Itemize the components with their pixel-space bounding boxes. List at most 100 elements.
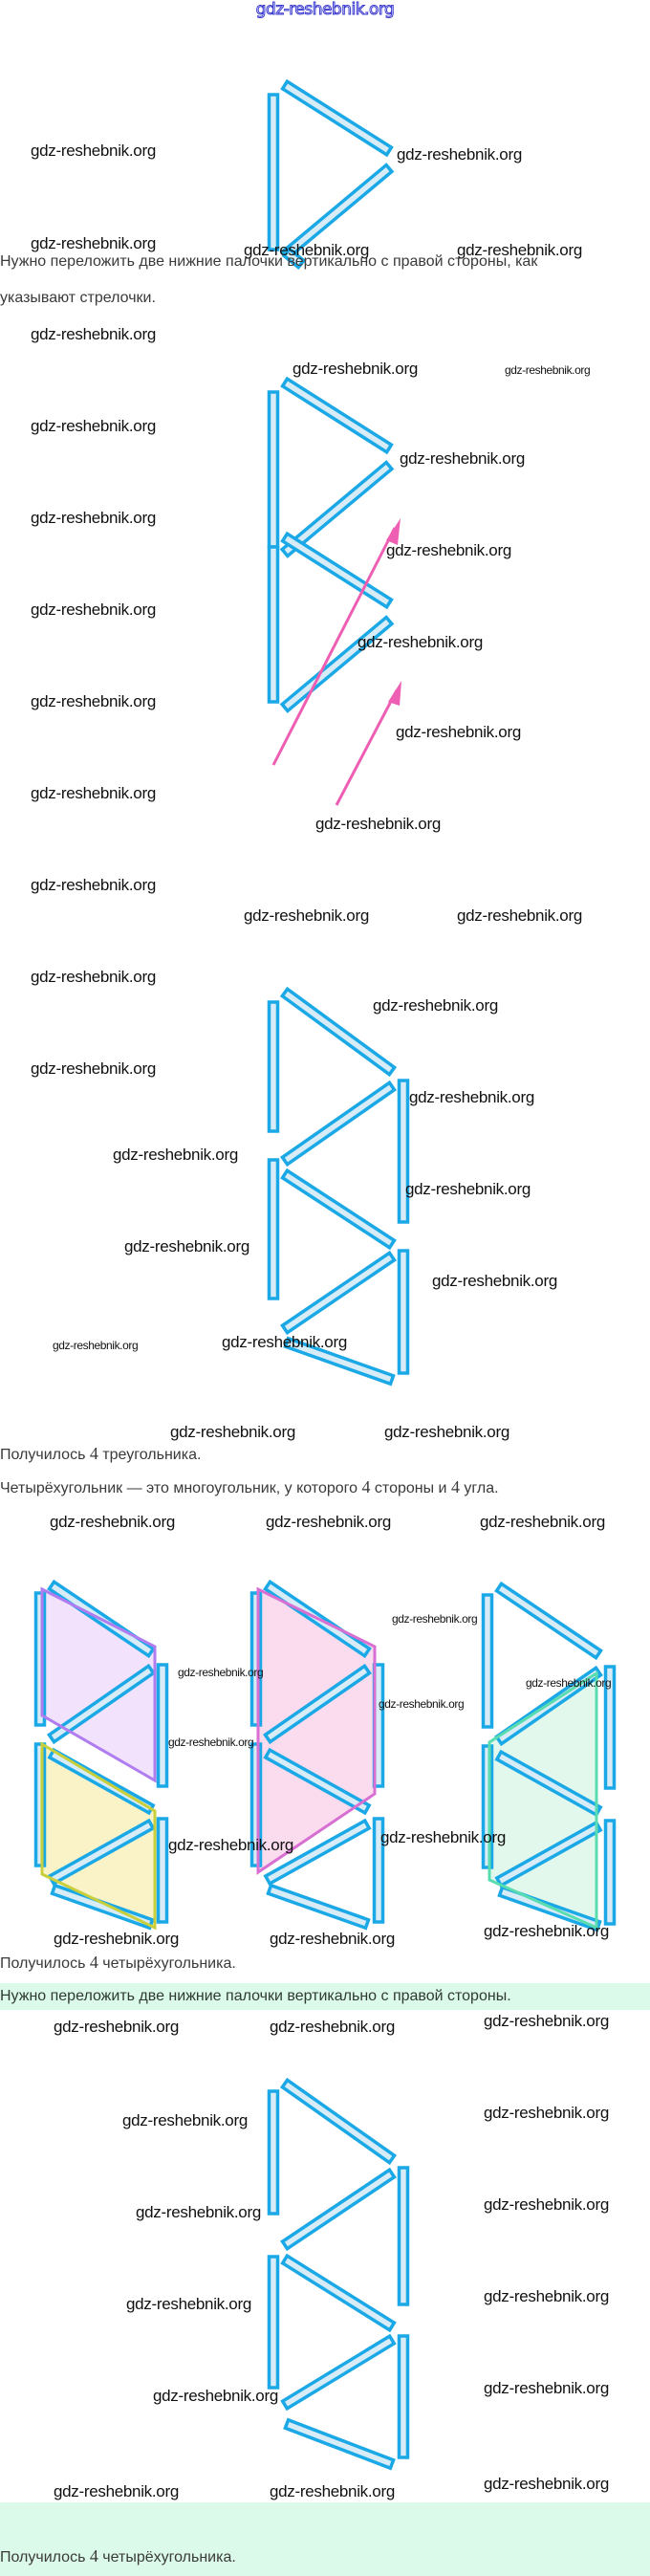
watermark-text: gdz-reshebnik.org (480, 1513, 605, 1531)
matchstick (397, 2334, 410, 2459)
watermark-text: gdz-reshebnik.org (270, 2482, 395, 2500)
figure-quadrilaterals (33, 1579, 617, 1932)
watermark-text: gdz-reshebnik.org (358, 633, 483, 651)
site-logo[interactable]: gdz-reshebnik.org (255, 0, 395, 20)
matchstick (267, 1000, 280, 1133)
watermark-text: gdz-reshebnik.org (113, 1146, 238, 1164)
watermark-text: gdz-reshebnik.org (315, 815, 441, 833)
matchstick (281, 247, 307, 270)
watermark-text: gdz-reshebnik.org (484, 2379, 609, 2397)
watermark-text: gdz-reshebnik.org (53, 1339, 139, 1352)
matchstick (279, 1080, 398, 1168)
matchstick (47, 1747, 156, 1816)
watermark-text: gdz-reshebnik.org (457, 241, 582, 259)
number: 4 (89, 2546, 98, 2565)
text-result-triangles: Получилось 4 треугольника. (0, 1444, 201, 1464)
text-instruction-line2: указывают стрелочки. (0, 290, 156, 306)
watermark-text: gdz-reshebnik.org (168, 1836, 293, 1854)
matchstick (279, 986, 398, 1078)
matchstick (494, 1581, 603, 1661)
matchstick (603, 1819, 617, 1926)
watermark-text: gdz-reshebnik.org (484, 2475, 609, 2493)
arrowhead-1-icon (386, 518, 401, 545)
watermark-text: gdz-reshebnik.org (122, 2111, 248, 2129)
watermark-text: gdz-reshebnik.org (153, 2387, 278, 2405)
arrows-group (271, 518, 401, 806)
matchstick (267, 390, 280, 549)
watermark-text: gdz-reshebnik.org (124, 1237, 249, 1255)
watermark-text: gdz-reshebnik.org (484, 2012, 609, 2030)
text-fragment: стороны и (370, 1480, 451, 1496)
highlight-band (0, 1983, 650, 2010)
matchstick (266, 1883, 371, 1931)
arrow-line-2 (335, 689, 399, 806)
watermark-text: gdz-reshebnik.org (484, 1922, 609, 1940)
matchstick (267, 2255, 280, 2390)
watermark-text: gdz-reshebnik.org (31, 968, 156, 986)
highlight-band (0, 2502, 650, 2576)
watermark-text: gdz-reshebnik.org (457, 906, 582, 925)
text-fragment: четырёхугольника. (98, 2549, 236, 2565)
matchstick (280, 2253, 397, 2333)
figure-final (267, 2077, 410, 2471)
watermark-text: gdz-reshebnik.org (126, 2295, 251, 2313)
quad-yellow (42, 1744, 155, 1928)
watermark-text: gdz-reshebnik.org (54, 2018, 179, 2036)
quad-green-outline (488, 1670, 598, 1931)
watermark-text: gdz-reshebnik.org (392, 1612, 478, 1626)
matchstick (280, 2167, 397, 2252)
watermark-text: gdz-reshebnik.org (484, 2104, 609, 2122)
watermark-text: gdz-reshebnik.org (31, 417, 156, 435)
watermark-text: gdz-reshebnik.org (31, 692, 156, 710)
matchstick (372, 1817, 385, 1924)
watermark-text: gdz-reshebnik.org (170, 1423, 295, 1441)
watermark-text: gdz-reshebnik.org (379, 1697, 465, 1711)
quad-outlines (40, 1586, 598, 1931)
text-fragment: Получилось (0, 2549, 90, 2565)
matchstick (280, 1168, 397, 1251)
figure-four-triangles (267, 986, 410, 1386)
matchstick (279, 460, 395, 558)
watermark-text: gdz-reshebnik.org (386, 541, 511, 559)
watermark-text: gdz-reshebnik.org (136, 2203, 261, 2221)
watermark-text: gdz-reshebnik.org (31, 509, 156, 527)
matchstick (280, 78, 394, 158)
text-fragment: угла. (459, 1480, 499, 1496)
matchstick (283, 2417, 396, 2471)
watermark-text: gdz-reshebnik.org (409, 1088, 534, 1106)
text-fragment: треугольника. (98, 1447, 202, 1463)
watermark-text: gdz-reshebnik.org (31, 234, 156, 252)
watermark-text: gdz-reshebnik.org (222, 1333, 347, 1351)
quad-yellow-outline (40, 1741, 157, 1931)
watermark-text: gdz-reshebnik.org (432, 1272, 557, 1290)
matchstick (263, 1818, 372, 1887)
watermark-text: gdz-reshebnik.org (244, 906, 369, 925)
watermark-text: gdz-reshebnik.org (31, 1059, 156, 1078)
matchstick (280, 1250, 397, 1336)
watermark-text: gdz-reshebnik.org (54, 1930, 179, 1948)
matchstick (603, 1665, 617, 1790)
watermark-text: gdz-reshebnik.org (31, 784, 156, 802)
quad-green (489, 1673, 596, 1928)
watermark-text: gdz-reshebnik.org (484, 2195, 609, 2214)
matchstick (280, 376, 394, 455)
arrow-line-1 (271, 527, 397, 766)
watermark-text: gdz-reshebnik.org (270, 2018, 395, 2036)
matchstick (263, 1747, 372, 1816)
watermark-text: gdz-reshebnik.org (31, 142, 156, 160)
matchstick (50, 1883, 155, 1931)
matchstick (397, 2166, 410, 2306)
watermark-text: gdz-reshebnik.org (244, 241, 369, 259)
number: 4 (361, 1477, 371, 1496)
matchstick (47, 1818, 156, 1887)
matchstick (267, 93, 280, 251)
matchstick (481, 1593, 494, 1729)
text-instruction-2: Нужно переложить две нижние палочки верт… (0, 1988, 511, 2004)
text-fragment: Четырёхугольник — это многоугольник, у к… (0, 1480, 362, 1496)
matchstick (397, 1079, 410, 1224)
text-definition: Четырёхугольник — это многоугольник, у к… (0, 1477, 499, 1497)
sticks-group (267, 78, 395, 270)
text-fragment: Получилось (0, 1447, 90, 1463)
watermark-text: gdz-reshebnik.org (266, 1513, 391, 1531)
watermark-text: gdz-reshebnik.org (168, 1736, 254, 1749)
